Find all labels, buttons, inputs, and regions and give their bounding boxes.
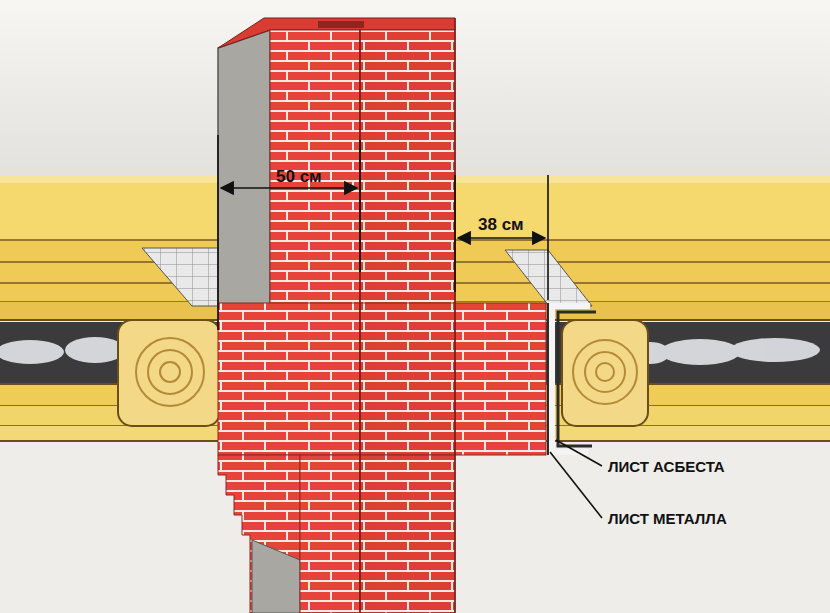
room-background [0, 440, 830, 613]
drawing-part [454, 175, 456, 292]
drawing-part [550, 452, 602, 518]
drawing-part [360, 455, 455, 613]
drawing-part [596, 363, 614, 381]
metal-sheet [547, 303, 549, 455]
drawing-part [562, 320, 648, 426]
drawing-part [136, 338, 204, 406]
dimension-lines [218, 135, 548, 330]
drawing-part [318, 21, 364, 28]
drawing-part [730, 338, 820, 362]
part-label: ЛИСТ МЕТАЛЛА [608, 510, 727, 527]
drawing-part [221, 187, 357, 189]
drawing-part [360, 30, 455, 305]
drawing-part [148, 350, 192, 394]
metal-sheet [558, 312, 596, 446]
part-label: ЛИСТ АСБЕСТА [608, 458, 725, 475]
drawing-part [218, 303, 360, 455]
drawing-part [454, 18, 456, 613]
dimension-label: 38 см [478, 215, 524, 235]
drawing-part [455, 303, 546, 455]
drawing-part [660, 339, 740, 365]
drawing-part [252, 540, 300, 613]
drawing-part [300, 455, 360, 613]
drawing-part [547, 175, 549, 300]
drawing-part [218, 30, 270, 305]
drawing-part [556, 440, 602, 466]
drawing-part [0, 340, 64, 364]
brick-chimney [218, 18, 546, 613]
drawing-part [118, 320, 220, 426]
drawing-part [458, 237, 545, 239]
leader-lines [550, 440, 602, 518]
drawing-part [270, 30, 360, 305]
drawing-part [360, 303, 455, 455]
drawing-part [217, 135, 219, 330]
dimension-label: 50 см [276, 167, 322, 187]
drawing-part [359, 30, 361, 613]
drawing-part [359, 140, 361, 272]
drawing-part [585, 352, 625, 392]
drawing-part [218, 455, 300, 613]
drawing-part [65, 337, 125, 363]
drawing-part [573, 340, 637, 404]
drawing-part [160, 362, 180, 382]
